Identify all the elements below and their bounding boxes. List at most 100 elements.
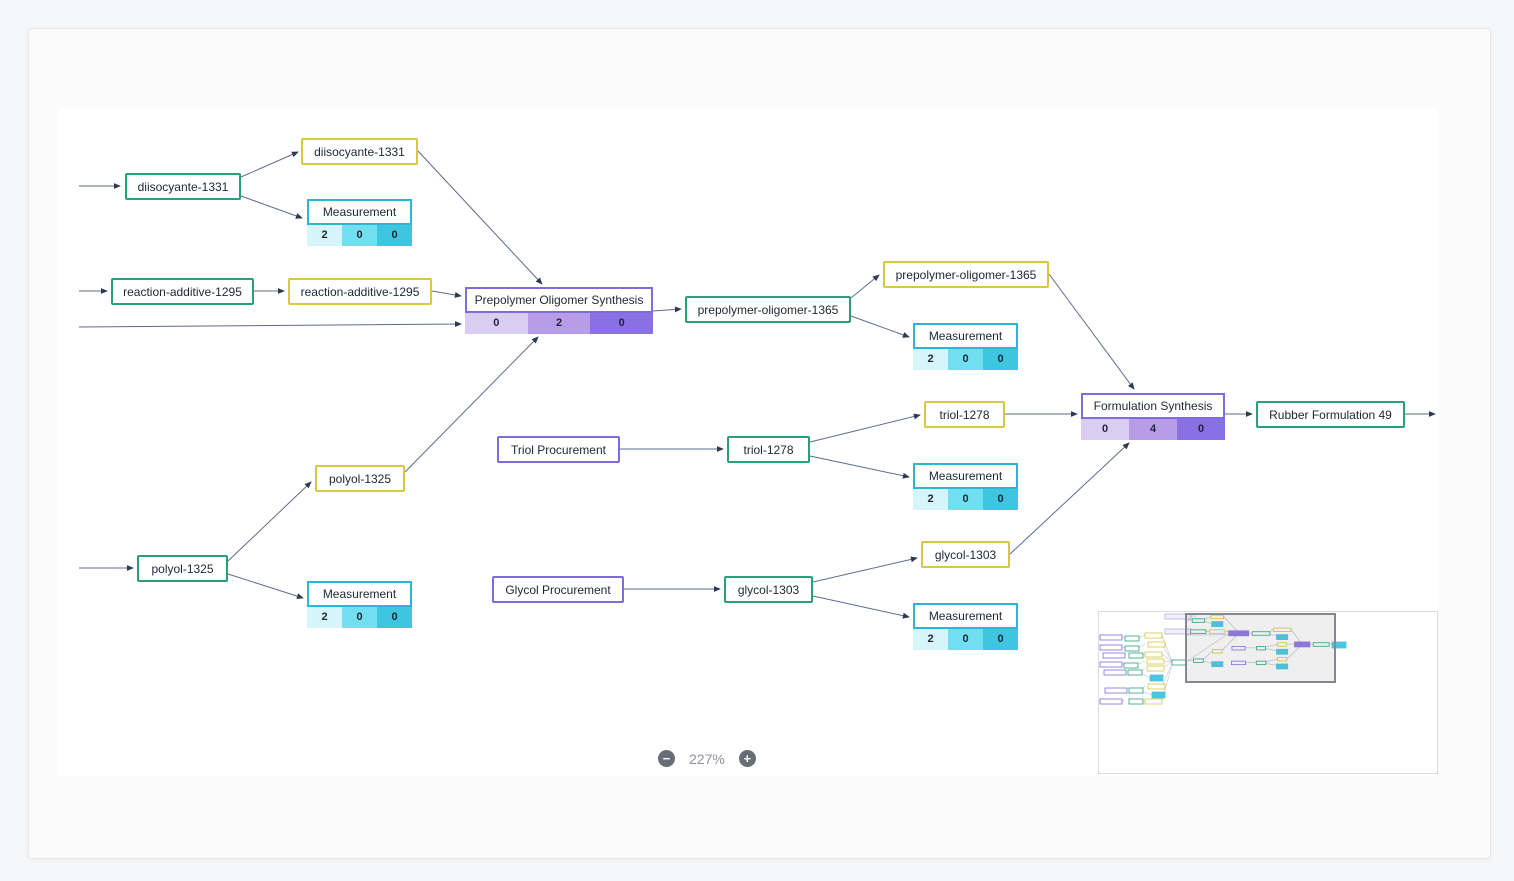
minimap-node [1256,646,1266,651]
minimap-edge [1265,648,1277,652]
node-polyol-1325-out[interactable]: polyol-1325 [315,465,405,492]
node-label: glycol-1303 [934,547,997,562]
minimap-edge [1138,643,1146,649]
minimap-node [1276,648,1289,655]
value-cell: 0 [983,349,1018,370]
zoom-out-button[interactable]: − [658,750,675,767]
value-cell: 0 [948,489,983,510]
minimap-node [1272,627,1292,632]
node-prepolymer-oligomer-1365-out[interactable]: prepolymer-oligomer-1365 [883,261,1049,288]
minimap-node [1099,644,1123,651]
minimap-edge [1202,651,1213,660]
minimap-node [1099,634,1123,641]
graph-edge [240,151,299,178]
node-glycol-1303-out[interactable]: glycol-1303 [921,541,1010,568]
minimap-node [1144,651,1163,658]
minimap-node [1228,630,1250,637]
minimap-edge [1265,643,1278,648]
zoom-level-label: 227% [689,750,725,767]
minimap-node [1124,645,1140,652]
node-glycol-1303-in[interactable]: glycol-1303 [724,576,813,603]
node-label: Measurement [913,463,1018,489]
graph-edge [652,306,682,313]
value-cell: 2 [307,607,342,628]
minimap-edge [1161,663,1173,687]
minimap-node [1099,661,1123,668]
minimap-edge [1161,653,1173,663]
node-triol-1278-in[interactable]: triol-1278 [727,436,810,463]
graph-edge [812,595,910,619]
minimap-node [1276,634,1289,640]
graph-edge [227,481,312,562]
minimap-node [1144,698,1163,705]
node-label: polyol-1325 [151,561,214,576]
minimap-node [1312,642,1330,647]
minimap-node [1212,649,1223,654]
minimap-node [1099,698,1123,705]
node-label: prepolymer-oligomer-1365 [697,302,839,317]
node-glycol-procurement[interactable]: Glycol Procurement [492,576,624,603]
minimap-node [1151,691,1166,699]
node-diisocyante-1331-out[interactable]: diisocyante-1331 [301,138,418,165]
minimap-edge [1121,646,1126,649]
minimap-edge [1224,630,1229,633]
minimap-node [1124,635,1140,642]
graph-edge [1048,273,1135,390]
minimap-node [1128,698,1144,705]
node-label: reaction-additive-1295 [123,284,242,299]
minimap-edge [1286,646,1300,660]
node-triol-1278-out[interactable]: triol-1278 [924,401,1005,428]
minimap-node [1144,632,1163,639]
minimap-edge [1138,634,1146,639]
minimap-edge [1223,616,1238,631]
graph-edge [404,336,539,473]
graph-edge [227,573,304,599]
minimap-viewport[interactable] [1185,613,1336,683]
minimap-edge [1221,635,1237,651]
value-cell: 0 [342,607,377,628]
node-rubber-formulation-49[interactable]: Rubber Formulation 49 [1256,401,1405,428]
node-reaction-additive-1295-in[interactable]: reaction-additive-1295 [111,278,254,305]
value-cell: 0 [377,607,412,628]
minimap-node [1190,629,1207,634]
node-reaction-additive-1295-out[interactable]: reaction-additive-1295 [288,278,432,305]
node-polyol-1325-in[interactable]: polyol-1325 [137,555,228,582]
node-label: Glycol Procurement [505,582,611,597]
minimap-node [1164,613,1192,620]
value-cell: 2 [913,349,948,370]
node-label: Measurement [307,581,412,607]
minimap-node [1193,658,1204,663]
value-cell: 0 [377,225,412,246]
value-cell: 2 [307,225,342,246]
value-cell: 0 [983,489,1018,510]
minimap-node [1102,652,1126,659]
node-triol-procurement[interactable]: Triol Procurement [497,436,620,463]
minimap-node [1255,660,1267,666]
graph-edge [809,413,921,443]
minimap-edge [1265,662,1277,666]
value-cell: 0 [948,349,983,370]
minimap-edge [1290,629,1301,642]
zoom-in-button[interactable]: + [738,750,756,767]
minimap[interactable] [1098,611,1438,774]
graph-edge [850,274,880,299]
node-diisocyante-1331-in[interactable]: diisocyante-1331 [125,173,241,200]
minimap-node [1149,674,1164,682]
node-prepolymer-oligomer-1365-in[interactable]: prepolymer-oligomer-1365 [685,296,851,323]
minimap-node [1103,669,1127,676]
node-label: diisocyante-1331 [137,179,229,194]
minimap-edge [1204,616,1211,620]
minimap-node [1209,629,1226,634]
